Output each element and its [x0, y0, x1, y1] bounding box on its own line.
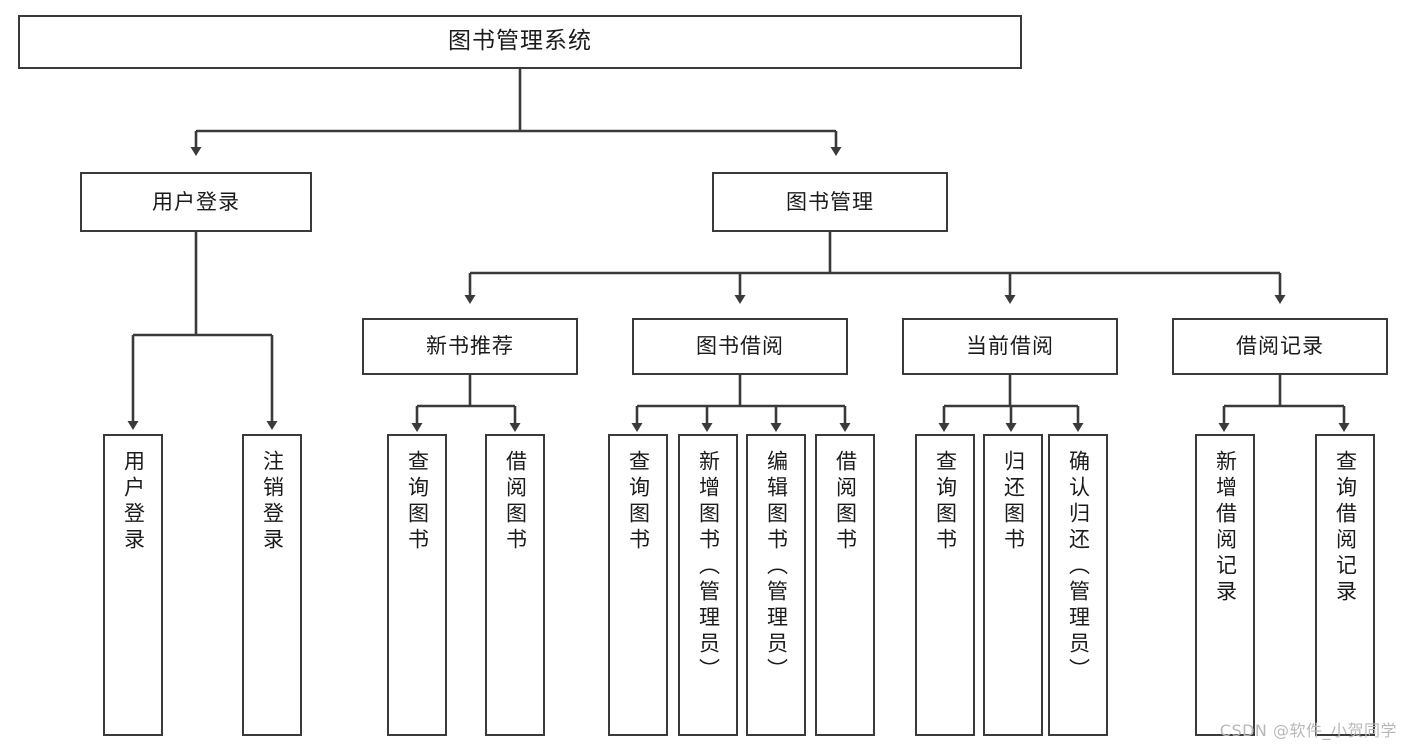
leaf-return-book[interactable]: 归还图书 — [983, 434, 1043, 736]
leaf-query-book-new[interactable]: 查询图书 — [387, 434, 447, 736]
node-book-management[interactable]: 图书管理 — [712, 172, 948, 232]
node-label: 图书借阅 — [696, 334, 784, 359]
node-label: 图书管理 — [786, 189, 874, 214]
node-label: 确认归还（管理员） — [1066, 450, 1091, 684]
node-label: 用户登录 — [121, 450, 146, 554]
leaf-query-borrow-record[interactable]: 查询借阅记录 — [1315, 434, 1375, 736]
node-label: 用户登录 — [152, 189, 240, 214]
node-label: 查询借阅记录 — [1333, 450, 1358, 606]
node-label: 借阅图书 — [833, 450, 858, 554]
node-label: 新书推荐 — [426, 334, 514, 359]
node-current-borrowing[interactable]: 当前借阅 — [902, 318, 1118, 375]
leaf-query-book-current[interactable]: 查询图书 — [915, 434, 975, 736]
leaf-borrow-book[interactable]: 借阅图书 — [815, 434, 875, 736]
node-user-login[interactable]: 用户登录 — [80, 172, 312, 232]
node-root-book-management-system[interactable]: 图书管理系统 — [18, 15, 1022, 69]
leaf-user-login[interactable]: 用户登录 — [103, 434, 163, 736]
node-label: 查询图书 — [626, 450, 651, 554]
node-label: 查询图书 — [933, 450, 958, 554]
node-label: 编辑图书（管理员） — [764, 450, 789, 684]
leaf-query-book-borrow[interactable]: 查询图书 — [608, 434, 668, 736]
node-label: 图书管理系统 — [448, 28, 592, 55]
node-label: 借阅记录 — [1236, 334, 1324, 359]
node-book-borrowing[interactable]: 图书借阅 — [632, 318, 848, 375]
leaf-add-borrow-record[interactable]: 新增借阅记录 — [1195, 434, 1255, 736]
node-new-book-recommendation[interactable]: 新书推荐 — [362, 318, 578, 375]
node-label: 新增借阅记录 — [1213, 450, 1238, 606]
node-borrowing-record[interactable]: 借阅记录 — [1172, 318, 1388, 375]
leaf-edit-book-admin[interactable]: 编辑图书（管理员） — [746, 434, 806, 736]
node-label: 借阅图书 — [503, 450, 528, 554]
node-label: 查询图书 — [405, 450, 430, 554]
node-label: 当前借阅 — [966, 334, 1054, 359]
leaf-borrow-book-new[interactable]: 借阅图书 — [485, 434, 545, 736]
leaf-logout[interactable]: 注销登录 — [242, 434, 302, 736]
watermark-text: CSDN @软件_小贺同学 — [1219, 721, 1397, 740]
leaf-confirm-return-admin[interactable]: 确认归还（管理员） — [1048, 434, 1108, 736]
node-label: 归还图书 — [1001, 450, 1026, 554]
node-label: 新增图书（管理员） — [696, 450, 721, 684]
node-label: 注销登录 — [260, 450, 285, 554]
leaf-add-book-admin[interactable]: 新增图书（管理员） — [678, 434, 738, 736]
